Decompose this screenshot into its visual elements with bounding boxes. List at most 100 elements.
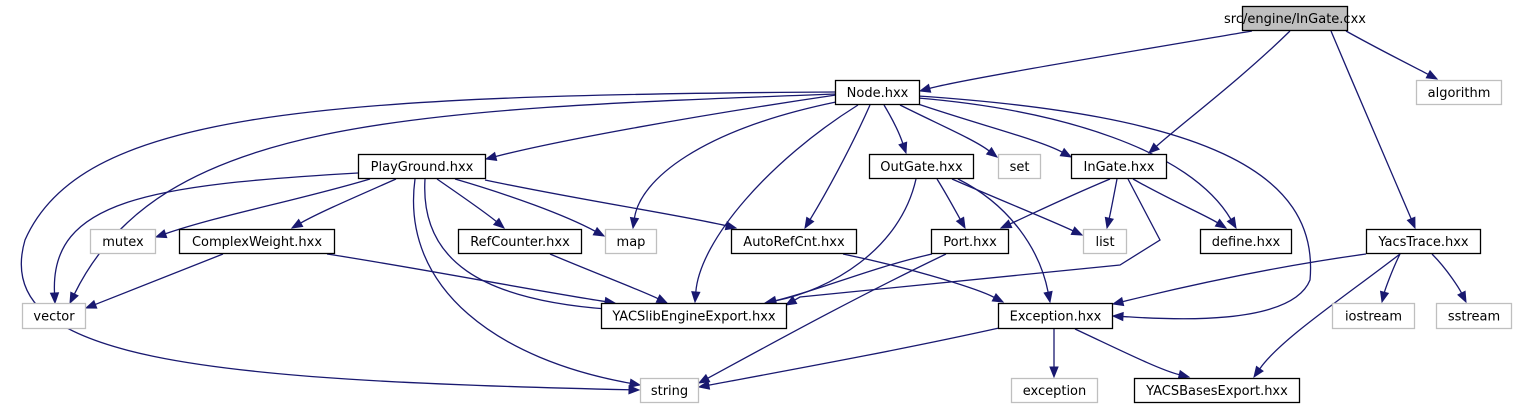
node-ingate[interactable]: InGate.hxx [1070, 153, 1168, 180]
edge-playground-to-refcounter [436, 178, 506, 229]
node-label: string [651, 384, 688, 399]
edge-line [454, 178, 596, 232]
edge-line [917, 95, 1312, 320]
node-box [834, 79, 921, 106]
arrowhead-icon [985, 146, 999, 158]
arrowhead-icon [1148, 142, 1160, 154]
arrowhead-icon [290, 218, 304, 229]
edge-outgate-to-port [936, 178, 966, 230]
node-label: define.hxx [1212, 235, 1281, 250]
edge-root-to-yacstrace [1330, 30, 1416, 230]
edge-line [300, 178, 397, 224]
edge-yacstrace-to-iostream [1379, 253, 1401, 304]
node-port[interactable]: Port.hxx [930, 228, 1010, 255]
node-box [1199, 228, 1293, 255]
edge-line [424, 178, 611, 310]
node-box [600, 302, 788, 330]
arrowhead-icon [804, 216, 815, 230]
edge-line [883, 104, 904, 144]
node-define[interactable]: define.hxx [1199, 228, 1293, 255]
node-box [1133, 377, 1301, 404]
edge-line [695, 104, 859, 293]
node-box [1365, 228, 1482, 255]
node-map: map [604, 228, 658, 255]
node-box [21, 302, 87, 330]
edge-node-to-yacslibengineexport [691, 104, 859, 304]
edge-line [1132, 178, 1218, 224]
node-yacslibengineexport[interactable]: YACSlibEngineExport.hxx [600, 302, 788, 330]
edge-root-to-algorithm [1345, 30, 1439, 80]
arrowhead-icon [1406, 216, 1416, 230]
edge-node-to-autorefcnt [804, 104, 871, 230]
arrowhead-icon [1111, 311, 1124, 322]
edge-line [1431, 253, 1463, 294]
edge-line [917, 97, 1232, 220]
arrowhead-icon [1111, 296, 1125, 307]
arrowhead-icon [1253, 365, 1264, 379]
edge-line [1155, 30, 1291, 147]
arrowhead-icon [898, 141, 908, 155]
node-label: OutGate.hxx [880, 160, 963, 175]
edge-line [73, 93, 837, 295]
node-set: set [997, 153, 1042, 180]
edge-refcounter-to-yacslibengineexport [549, 253, 669, 304]
edge-complexweight-to-vector [84, 253, 224, 309]
edge-line [1259, 253, 1401, 370]
edge-node-to-playground [484, 94, 837, 161]
node-refcounter[interactable]: RefCounter.hxx [457, 228, 583, 255]
edge-line [1383, 253, 1401, 293]
edge-line [633, 101, 837, 219]
edge-yacstrace-to-exception_hxx [1111, 253, 1367, 307]
node-label: RefCounter.hxx [470, 235, 570, 250]
edge-root-to-ingate [1148, 30, 1291, 154]
arrowhead-icon [697, 373, 711, 384]
node-string: string [639, 377, 700, 404]
node-box [930, 228, 1010, 255]
node-root[interactable]: src/engine/InGate.cxx [1224, 5, 1366, 32]
arrowhead-icon [1214, 218, 1228, 229]
arrowhead-icon [691, 291, 701, 304]
node-label: YacsTrace.hxx [1377, 235, 1469, 250]
node-box [1082, 228, 1128, 255]
node-playground[interactable]: PlayGround.hxx [357, 153, 487, 180]
node-exception_hxx[interactable]: Exception.hxx [997, 302, 1114, 330]
edge-line [1330, 30, 1412, 220]
edge-ingate-to-port [999, 178, 1111, 229]
node-autorefcnt[interactable]: AutoRefCnt.hxx [730, 228, 858, 255]
node-outgate[interactable]: OutGate.hxx [868, 153, 975, 180]
arrowhead-icon [49, 292, 60, 305]
node-yacsbasesexport[interactable]: YACSBasesExport.hxx [1133, 377, 1301, 404]
node-node[interactable]: Node.hxx [834, 79, 921, 106]
arrowhead-icon [154, 229, 168, 239]
node-iostream: iostream [1331, 302, 1416, 330]
arrowhead-icon [1059, 147, 1073, 158]
arrowhead-icon [991, 292, 1005, 303]
edge-playground-to-autorefcnt [484, 179, 738, 231]
edge-line [412, 178, 631, 384]
edge-autorefcnt-to-exception_hxx [842, 253, 1005, 303]
node-label: Exception.hxx [1010, 310, 1102, 325]
edge-playground-to-complexweight [290, 178, 397, 229]
node-yacstrace[interactable]: YacsTrace.hxx [1365, 228, 1482, 255]
arrowhead-icon [592, 226, 606, 237]
nodes-layer: src/engine/InGate.cxxalgorithmNode.hxxPl… [21, 5, 1513, 404]
edge-yacstrace-to-sstream [1431, 253, 1467, 304]
arrowhead-icon [784, 295, 798, 306]
arrowhead-icon [484, 151, 498, 161]
edge-ingate-to-yacslibengineexport [784, 178, 1161, 306]
edge-root-to-node [918, 30, 1253, 93]
edge-line [957, 178, 1049, 293]
arrowhead-icon [918, 83, 932, 93]
arrowhead-icon [628, 385, 641, 395]
edge-node-to-define [917, 97, 1237, 230]
edge-node-to-exception_hxx [917, 95, 1312, 322]
node-exception: exception [1010, 377, 1099, 404]
edge-line [936, 178, 961, 220]
edge-ingate-to-define [1132, 178, 1228, 229]
node-box [1010, 377, 1099, 404]
node-complexweight[interactable]: ComplexWeight.hxx [178, 228, 336, 255]
node-label: ComplexWeight.hxx [192, 235, 322, 250]
edge-node-to-set [899, 104, 999, 158]
node-label: iostream [1345, 310, 1402, 325]
